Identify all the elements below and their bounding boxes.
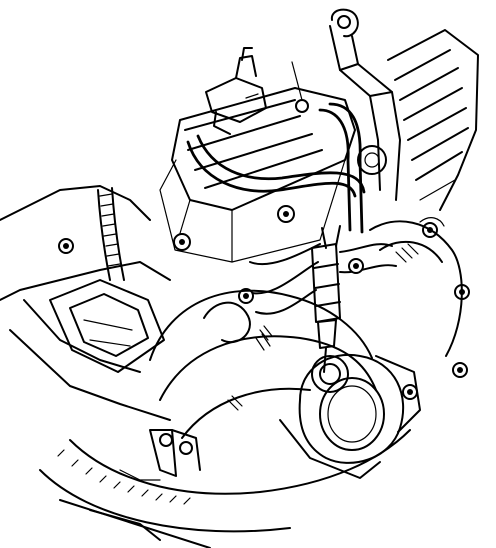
flywheel [39, 429, 411, 548]
lifting-bracket [329, 8, 401, 201]
bellhousing [0, 185, 171, 421]
breather-hose [186, 102, 366, 234]
pointer-line [291, 61, 303, 101]
exhaust-flange [279, 220, 463, 479]
harness-clip [255, 217, 445, 351]
engine-cover [159, 87, 356, 263]
map-sensor [205, 47, 267, 135]
oxygen-sensor [311, 225, 349, 393]
wiring-harness [247, 243, 397, 315]
exhaust-manifold [149, 289, 377, 439]
transmission-case [387, 29, 479, 211]
lower-bracket [119, 429, 201, 481]
dipstick-tube [97, 187, 125, 281]
